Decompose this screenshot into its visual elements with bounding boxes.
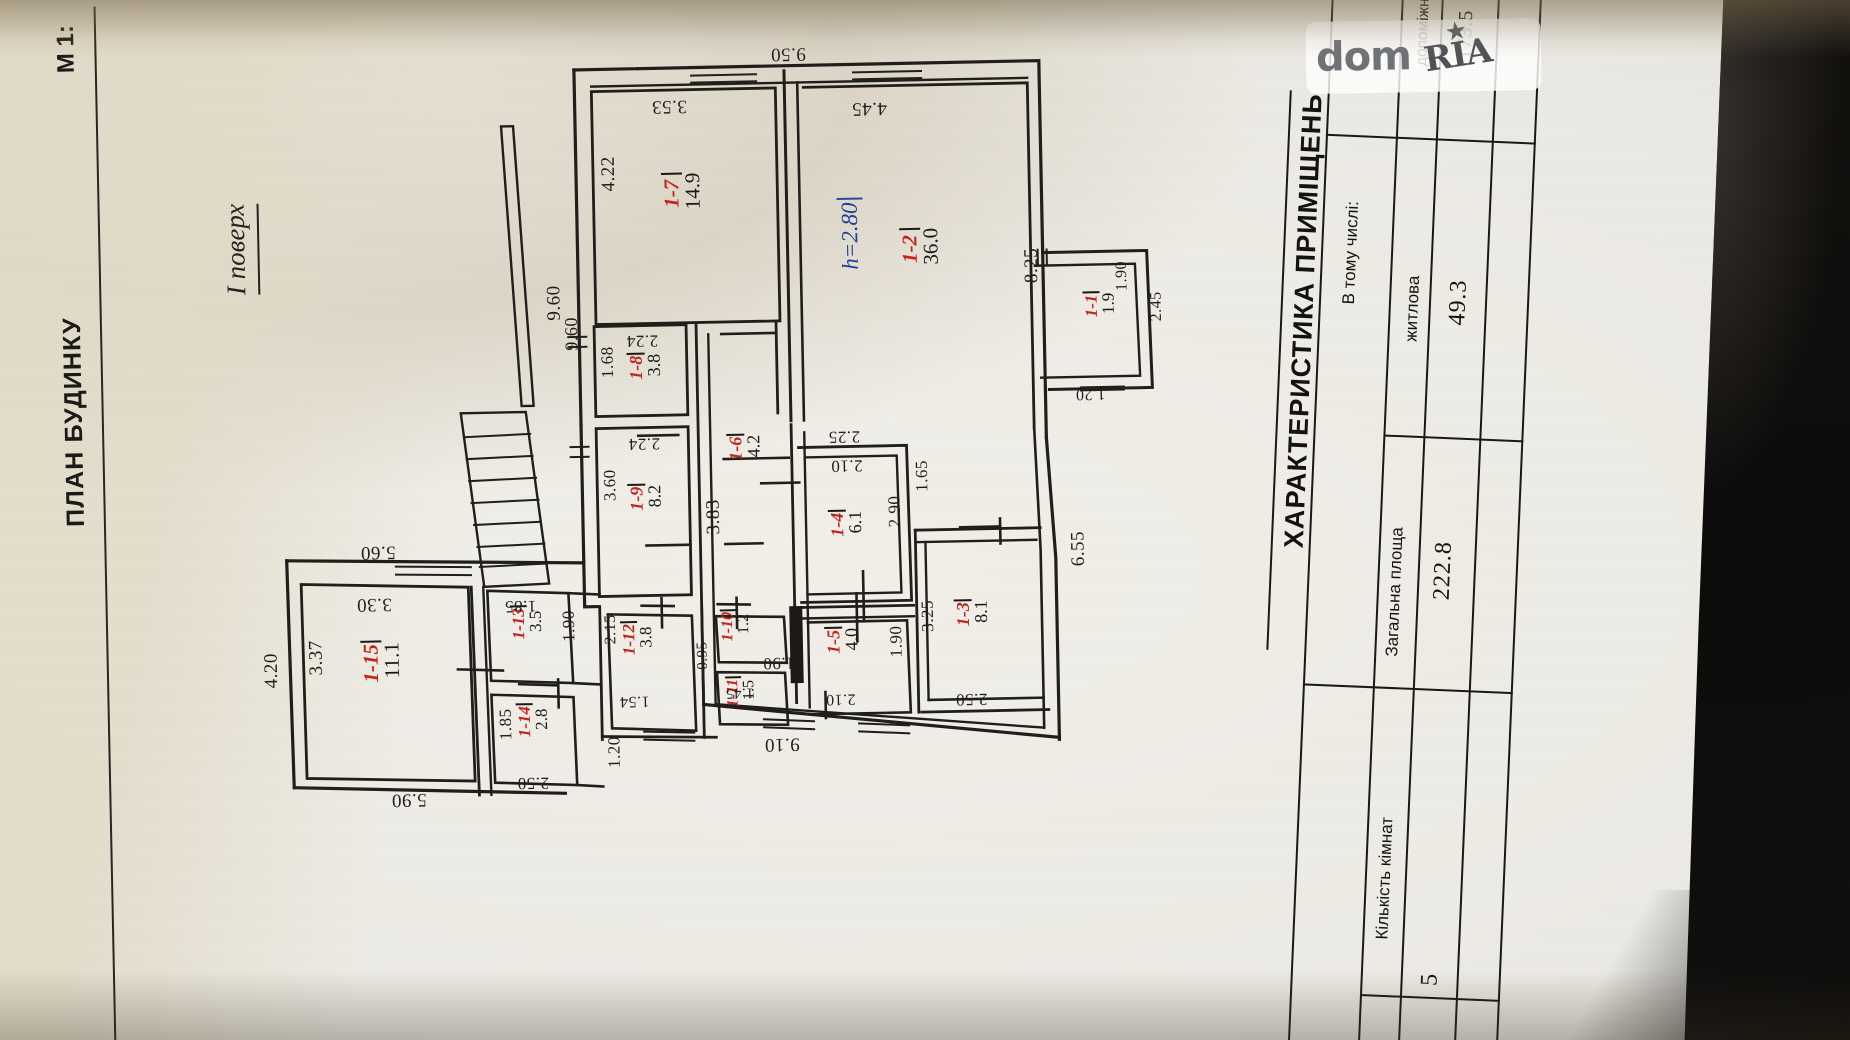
room-label-1-8: 1-8 3.8 bbox=[625, 352, 665, 380]
dim-annex-outer-width: 5.60 bbox=[360, 541, 396, 564]
dim-room-1-8-height: 1.68 bbox=[597, 346, 618, 379]
characteristics-table: ХАРАКТЕРИСТИКА ПРИМІЩЕНЬ В тому числі: д… bbox=[1245, 0, 1591, 1040]
dim-vestibule-height: 2.45 bbox=[1147, 291, 1166, 322]
dim-annex-bottom-width: 5.90 bbox=[391, 789, 427, 811]
table-col-sep-2 bbox=[1396, 0, 1446, 1040]
room-label-1-6: 1-6 4.2 bbox=[725, 433, 764, 461]
dim-bottom-overall: 9.10 bbox=[764, 733, 800, 756]
room-label-1-3: 1-3 8.1 bbox=[952, 599, 992, 627]
room-label-1-14: 1-14 2.8 bbox=[515, 702, 551, 737]
dim-room-1-11-height: 1.45 bbox=[725, 684, 754, 702]
room-label-1-9: 1-9 8.2 bbox=[626, 483, 665, 511]
dim-room-1-6-height: 3.83 bbox=[702, 499, 725, 535]
room-label-1-5: 1-5 4.0 bbox=[823, 626, 862, 655]
dim-left-overall: 9.60 bbox=[543, 285, 565, 321]
watermark-divider bbox=[1416, 25, 1419, 88]
dim-vestibule-width: 1.90 bbox=[1112, 260, 1131, 292]
watermark-dom-text: dom bbox=[1315, 33, 1412, 81]
dim-room-1-15-height: 3.37 bbox=[305, 640, 327, 676]
dim-left-overall-2: 9.60 bbox=[560, 316, 582, 351]
dim-room-1-8-width: 2.24 bbox=[626, 331, 659, 351]
dim-room-1-13-width: 1.85 bbox=[504, 596, 537, 617]
table-col-sep-4 bbox=[1494, 0, 1543, 1040]
room-label-1-1: 1-1 1.9 bbox=[1081, 291, 1118, 318]
table-col-sep-3 bbox=[1452, 0, 1501, 1040]
room-label-1-15: 1-15 11.1 bbox=[358, 640, 405, 683]
table-row-sep-4 bbox=[1359, 993, 1500, 1002]
dim-room-1-7-height: 4.22 bbox=[597, 156, 620, 192]
dim-annex-outer-height: 4.20 bbox=[260, 652, 283, 689]
dim-room-1-9-width: 2.24 bbox=[628, 434, 661, 454]
dim-room-1-4-width: 2.25 bbox=[828, 427, 861, 447]
dim-room-1-12-width: 2.15 bbox=[601, 614, 620, 645]
dim-room-1-4-width-2: 2.10 bbox=[830, 456, 863, 476]
table-header-zahalna: Загальна площа bbox=[1382, 526, 1407, 657]
table-row-sep-1 bbox=[1325, 133, 1536, 145]
table-header-zhytlova: житлова bbox=[1401, 275, 1424, 343]
dim-room-1-11-width: 0.95 bbox=[694, 641, 711, 670]
room-label-1-12: 1-12 3.8 bbox=[619, 620, 655, 655]
dim-room-1-9-height: 3.60 bbox=[599, 469, 620, 502]
photo-dark-corner bbox=[1530, 890, 1850, 1040]
watermark: dom ★ RIA bbox=[1305, 17, 1542, 95]
dim-room-1-14-height: 1.85 bbox=[495, 708, 516, 741]
dim-room-1-5-width: 2.10 bbox=[825, 690, 856, 709]
table-value-zahalna: 222.8 bbox=[1428, 540, 1458, 601]
dim-room-1-7-width: 3.53 bbox=[651, 95, 688, 118]
room-label-1-2: 1-2 36.0 bbox=[897, 228, 943, 268]
ceiling-height-note: h=2.80 bbox=[836, 197, 864, 270]
table-header-kimnat: Кількість кімнат bbox=[1372, 816, 1397, 940]
table-header-vtomu: В тому числі: bbox=[1338, 200, 1363, 305]
room-label-1-10: 1-10 1.2 bbox=[719, 608, 753, 641]
dim-room-1-15-width: 3.30 bbox=[356, 593, 393, 616]
dim-room-1-2-width: 4.45 bbox=[851, 97, 888, 120]
star-icon: ★ bbox=[1444, 17, 1467, 46]
dim-room-1-3-width: 2.50 bbox=[955, 689, 988, 710]
watermark-ria-text: ★ RIA bbox=[1421, 17, 1494, 80]
dim-top-overall: 9.50 bbox=[770, 43, 807, 66]
table-row-sep-2 bbox=[1383, 434, 1524, 443]
dim-right-overall: 6.55 bbox=[1067, 530, 1089, 567]
table-value-kimnat: 5 bbox=[1416, 972, 1443, 987]
room-label-1-7: 1-7 14.9 bbox=[659, 172, 705, 212]
dim-vestibule-width-2: 1.20 bbox=[1075, 385, 1106, 403]
dim-room-1-4-height-2: 1.65 bbox=[911, 459, 932, 492]
dim-room-1-13-height: 1.90 bbox=[558, 609, 579, 643]
dim-corridor-height: 1.90 bbox=[762, 653, 795, 674]
dim-corridor-width: 1.20 bbox=[604, 736, 624, 769]
table-row-sep-3 bbox=[1302, 683, 1513, 695]
dim-room-1-12-height: 1.54 bbox=[619, 692, 650, 711]
table-value-zhytlova: 49.3 bbox=[1444, 278, 1473, 327]
dim-room-1-2-height: 8.25 bbox=[1020, 247, 1043, 284]
dim-room-1-4-height: 2.90 bbox=[884, 495, 905, 528]
dim-room-1-5-height: 1.90 bbox=[886, 625, 906, 658]
dim-room-1-3-height: 3.25 bbox=[917, 599, 938, 632]
dim-room-1-14-width: 2.50 bbox=[517, 773, 550, 794]
room-label-1-4: 1-4 6.1 bbox=[826, 509, 866, 537]
